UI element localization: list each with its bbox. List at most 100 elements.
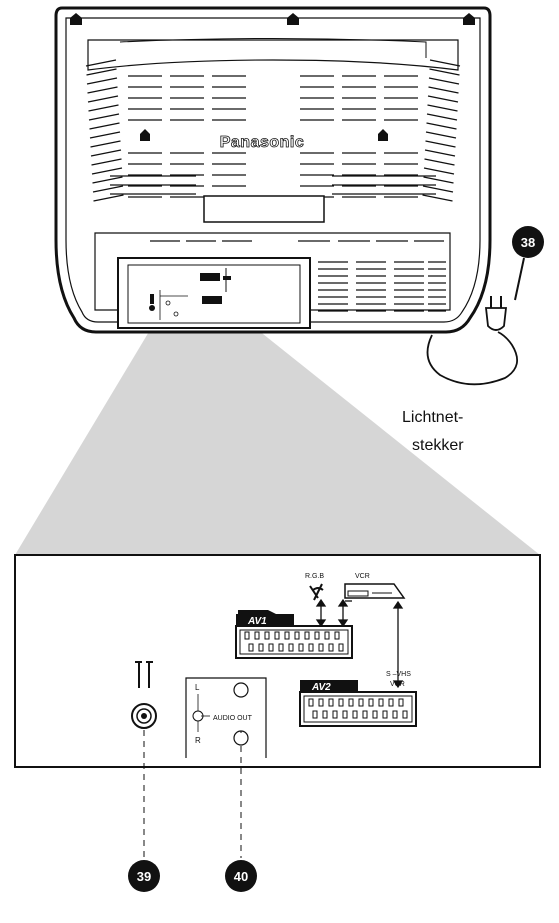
scart-pin — [324, 631, 330, 640]
vent-slot — [428, 86, 459, 94]
vent-slot — [429, 59, 461, 67]
callout-38 — [512, 226, 544, 258]
scart-pin — [314, 631, 320, 640]
vcr-icon — [344, 583, 406, 599]
scart-pin — [274, 631, 280, 640]
scart-pin — [392, 710, 398, 719]
vent-slot — [425, 131, 457, 139]
vent-slot — [89, 122, 120, 130]
vent-slot — [86, 77, 118, 85]
scart-pin — [308, 698, 314, 707]
scart-pin — [248, 643, 254, 652]
scart-pin — [294, 631, 300, 640]
zoom-projection — [15, 330, 540, 555]
vcr-label: VCR — [355, 573, 370, 580]
vent-slot — [424, 158, 455, 166]
av2-scart-socket — [299, 691, 417, 727]
scart-pin — [284, 631, 290, 640]
tv-rear-view: Panasonic — [54, 6, 492, 334]
vent-slot — [426, 122, 457, 130]
vent-slot — [427, 95, 459, 103]
scart-pin — [298, 643, 304, 652]
vent-slot — [424, 149, 456, 157]
scart-pin — [382, 710, 388, 719]
vent-slot — [422, 194, 453, 202]
scart-pin — [264, 631, 270, 640]
callout-38-number: 38 — [521, 235, 535, 250]
scart-pin — [358, 698, 364, 707]
power-caption-line2: stekker — [412, 437, 464, 454]
scart-pin — [258, 643, 264, 652]
vent-slot — [427, 104, 458, 112]
scart-pin — [368, 698, 374, 707]
vent-slot — [429, 68, 460, 76]
scart-pin — [338, 643, 344, 652]
plug-icon — [484, 296, 508, 331]
scart-pin — [304, 631, 310, 640]
vent-slot — [422, 185, 454, 193]
scart-pin — [328, 643, 334, 652]
scart-pin — [328, 698, 334, 707]
vent-slot — [88, 104, 119, 112]
scart-connector-icon: AV1 AV1 — [235, 610, 353, 659]
mount-hole — [140, 129, 150, 141]
ventilation-slots — [85, 59, 461, 312]
antenna-socket — [131, 661, 157, 729]
scart-pin — [332, 710, 338, 719]
scart-pin — [288, 643, 294, 652]
vent-slot — [85, 59, 117, 67]
signal-arrows — [315, 598, 404, 689]
vent-slot — [426, 113, 458, 121]
scart-pin — [378, 698, 384, 707]
scart-pin — [338, 698, 344, 707]
scart-pin — [372, 710, 378, 719]
mount-hole — [463, 13, 475, 25]
power-cord: 38 — [426, 226, 544, 386]
connector-panel-small — [117, 257, 311, 329]
callout-40-number: 40 — [234, 869, 248, 884]
scart-pin — [244, 631, 250, 640]
scart-pin — [398, 698, 404, 707]
vent-slot — [91, 158, 122, 166]
vent-slot — [93, 194, 124, 202]
audio-r-jack — [233, 730, 249, 746]
vent-slot — [91, 167, 123, 175]
vent-slot — [92, 185, 124, 193]
vent-slot — [423, 176, 454, 184]
callout-39-number: 39 — [137, 869, 151, 884]
scart-pin — [348, 698, 354, 707]
vent-slot — [425, 140, 456, 148]
brand-logo: Panasonic — [220, 134, 305, 151]
satellite-icon — [309, 583, 324, 601]
av1-scart-socket — [235, 625, 353, 659]
callout-leader — [514, 257, 525, 301]
power-caption-line1: Lichtnet- — [402, 409, 463, 426]
vent-slot — [428, 77, 460, 85]
scart-pin — [312, 710, 318, 719]
scart-pin — [254, 631, 260, 640]
vent-slot — [89, 131, 121, 139]
vent-slot — [92, 176, 123, 184]
audio-l-label: L — [195, 683, 200, 692]
mount-hole — [378, 129, 388, 141]
mount-hole — [70, 13, 82, 25]
scart-pin — [388, 698, 394, 707]
antenna-icon — [135, 661, 153, 688]
av1-label-badge: AV1 — [247, 616, 267, 627]
connector-panel-enlarged — [14, 554, 541, 768]
mount-hole — [287, 13, 299, 25]
scart-pin — [308, 643, 314, 652]
scart-pin — [352, 710, 358, 719]
connector-panel-small-detail — [149, 268, 231, 320]
scart-pin — [318, 698, 324, 707]
vent-slot — [90, 140, 121, 148]
audio-l-jack — [233, 682, 249, 698]
vent-slot — [87, 86, 118, 94]
vent-slot — [86, 68, 117, 76]
scart-pin — [334, 631, 340, 640]
vent-slot — [88, 113, 120, 121]
scart-pin — [278, 643, 284, 652]
vent-slot — [423, 167, 455, 175]
